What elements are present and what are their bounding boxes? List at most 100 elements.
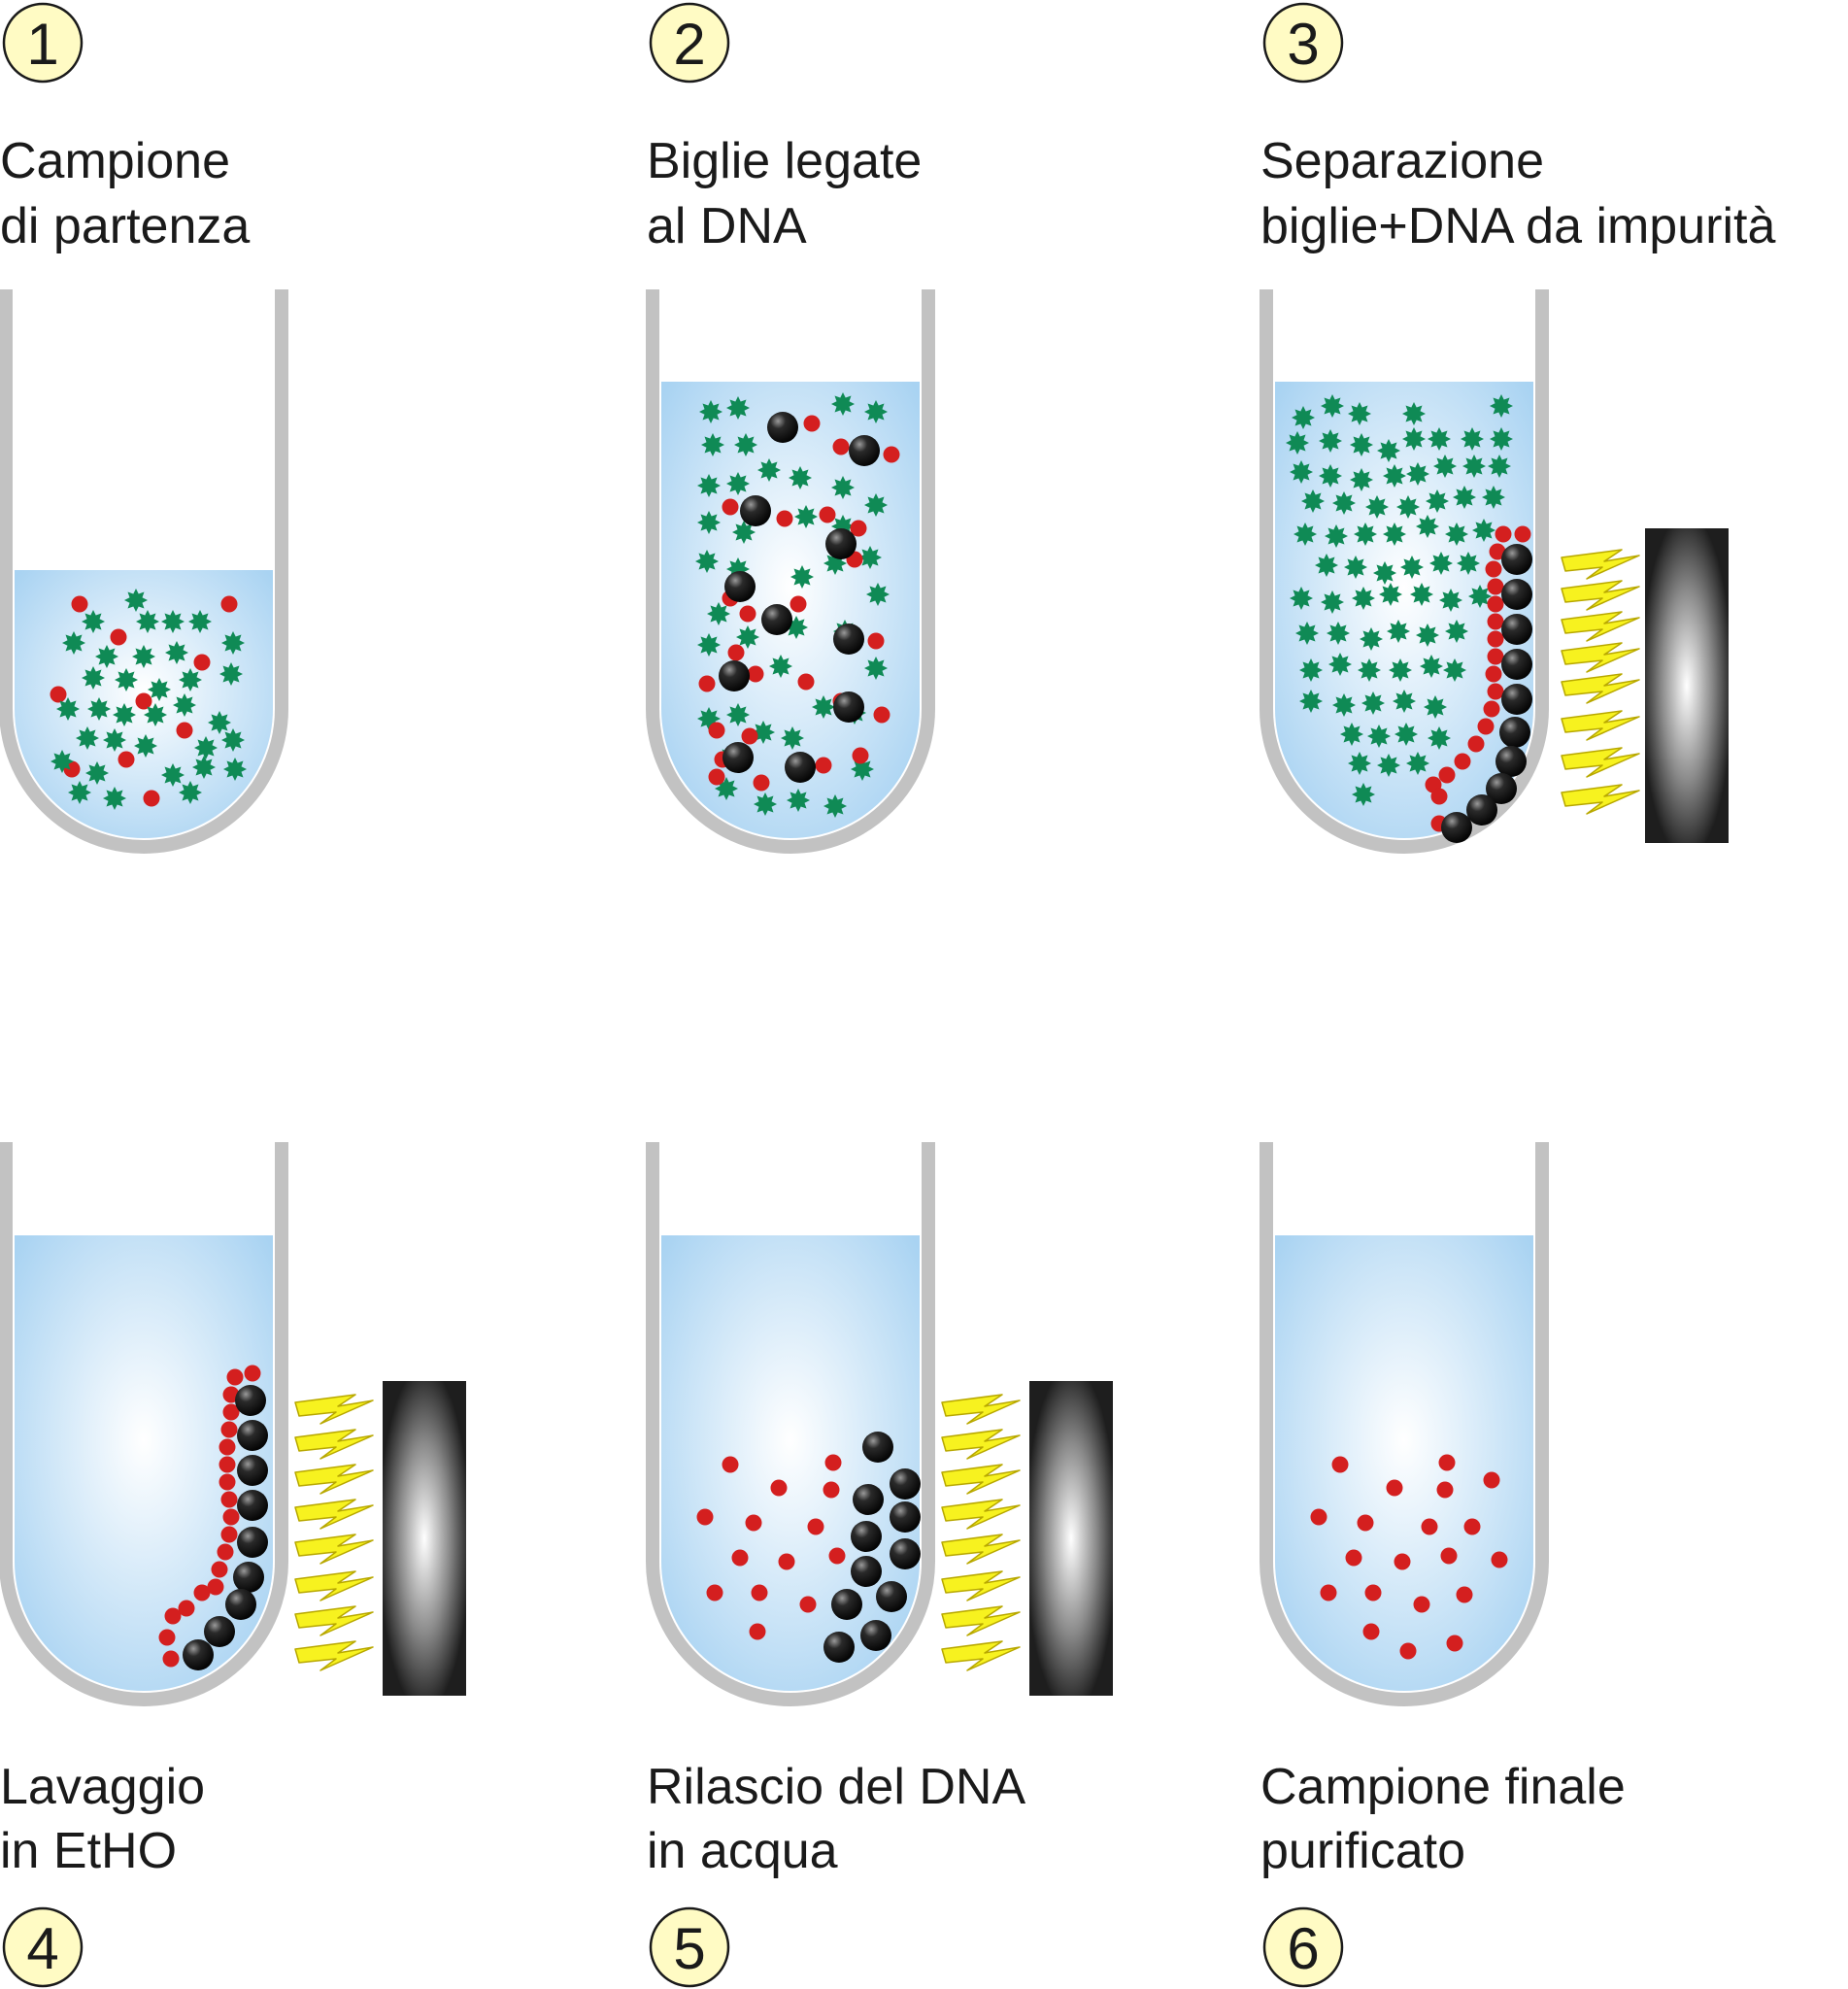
green-star-icon xyxy=(1301,489,1325,513)
green-star-icon xyxy=(1445,620,1468,643)
green-star-icon xyxy=(1290,587,1313,610)
green-star-icon xyxy=(68,781,91,804)
red-dot-icon xyxy=(1362,1623,1380,1640)
red-dot-icon xyxy=(1495,525,1512,543)
green-star-icon xyxy=(1325,524,1348,548)
dna-particles xyxy=(696,1454,846,1640)
red-dot-icon xyxy=(745,1514,762,1532)
lightning-bolt-icon xyxy=(294,1394,374,1425)
lightning-bolt-icon xyxy=(941,1640,1021,1671)
red-dot-icon xyxy=(832,438,850,455)
magnet xyxy=(1029,1381,1113,1696)
black-sphere-icon xyxy=(724,571,756,602)
black-sphere-icon xyxy=(890,1468,921,1500)
green-star-icon xyxy=(1424,695,1447,719)
black-sphere-icon xyxy=(1495,746,1527,777)
magnetic-beads xyxy=(719,412,880,783)
red-dot-icon xyxy=(207,1578,224,1596)
red-dot-icon xyxy=(807,1518,824,1535)
green-star-icon xyxy=(726,472,750,495)
black-sphere-icon xyxy=(237,1490,268,1521)
green-star-icon xyxy=(1340,723,1363,746)
black-sphere-icon xyxy=(237,1527,268,1558)
red-dot-icon xyxy=(1485,560,1502,578)
red-dot-icon xyxy=(50,686,67,703)
red-dot-icon xyxy=(1454,753,1471,770)
step-4: 4 Lavaggio in EtHO xyxy=(0,1142,466,1988)
red-dot-icon xyxy=(1489,543,1506,560)
magnetic-beads xyxy=(183,1385,268,1670)
green-star-icon xyxy=(1428,726,1451,750)
magnet xyxy=(1645,528,1729,843)
red-dot-icon xyxy=(1364,1584,1382,1601)
green-star-icon xyxy=(1439,589,1462,612)
red-dot-icon xyxy=(176,722,193,739)
green-star-icon xyxy=(82,666,105,690)
black-sphere-icon xyxy=(235,1385,266,1416)
tube-wall xyxy=(646,1142,935,1706)
green-star-icon xyxy=(1402,427,1426,451)
red-dot-icon xyxy=(1491,1551,1508,1568)
red-dot-icon xyxy=(727,644,745,661)
green-star-icon xyxy=(85,761,109,785)
green-star-icon xyxy=(219,662,243,686)
red-dot-icon xyxy=(708,768,725,786)
green-star-icon xyxy=(781,726,804,750)
red-dot-icon xyxy=(797,673,815,691)
green-star-icon xyxy=(1292,406,1315,429)
tube-wall xyxy=(1260,1142,1549,1706)
green-star-icon xyxy=(1295,622,1319,645)
lightning-bolt-icon xyxy=(941,1499,1021,1530)
green-star-icon xyxy=(56,697,80,721)
red-dot-icon xyxy=(741,727,758,745)
green-star-icon xyxy=(136,610,159,633)
red-dot-icon xyxy=(770,1479,788,1497)
magnet-bar-icon xyxy=(1029,1381,1113,1696)
red-dot-icon xyxy=(244,1365,261,1382)
green-star-icon xyxy=(757,458,781,482)
red-dot-icon xyxy=(118,751,135,768)
black-sphere-icon xyxy=(233,1562,264,1593)
green-star-icon xyxy=(1365,495,1389,519)
red-dot-icon xyxy=(1463,1518,1481,1535)
black-sphere-icon xyxy=(1501,614,1532,645)
dna-particles xyxy=(698,415,900,792)
red-dot-icon xyxy=(1438,766,1456,784)
liquid xyxy=(1275,1235,1533,1691)
green-star-icon xyxy=(1327,622,1350,645)
green-star-icon xyxy=(1383,464,1406,488)
green-star-icon xyxy=(1457,552,1480,575)
step-caption-line1: Campione xyxy=(0,133,230,189)
green-star-icon xyxy=(1490,427,1513,451)
red-dot-icon xyxy=(1485,665,1502,683)
lightning-bolt-icon xyxy=(941,1464,1021,1495)
green-star-icon xyxy=(148,678,171,701)
black-sphere-icon xyxy=(849,435,880,466)
green-star-icon xyxy=(864,657,888,680)
green-star-icon xyxy=(82,610,105,633)
green-star-icon xyxy=(858,546,882,569)
red-dot-icon xyxy=(1413,1596,1430,1613)
magnetic-field xyxy=(941,1394,1021,1671)
red-dot-icon xyxy=(158,1629,176,1646)
red-dot-icon xyxy=(776,510,793,527)
red-dot-icon xyxy=(850,520,867,537)
red-dot-icon xyxy=(193,1584,211,1601)
black-sphere-icon xyxy=(1466,794,1497,826)
liquid xyxy=(661,382,920,838)
red-dot-icon xyxy=(731,1549,749,1567)
black-sphere-icon xyxy=(1501,649,1532,680)
lightning-bolt-icon xyxy=(1561,747,1640,778)
green-star-icon xyxy=(734,433,757,456)
black-sphere-icon xyxy=(237,1420,268,1451)
step-1: 1 Campione di partenza xyxy=(0,2,288,854)
red-dot-icon xyxy=(819,506,836,523)
red-dot-icon xyxy=(1357,1514,1374,1532)
red-dot-icon xyxy=(1436,1481,1454,1499)
green-star-icon xyxy=(95,645,118,668)
green-star-icon xyxy=(726,703,750,726)
green-star-icon xyxy=(736,625,759,649)
step-6: 6 Campione finale purificato xyxy=(1260,1142,1626,1988)
red-dot-icon xyxy=(178,1600,195,1617)
green-star-icon xyxy=(1429,552,1453,575)
